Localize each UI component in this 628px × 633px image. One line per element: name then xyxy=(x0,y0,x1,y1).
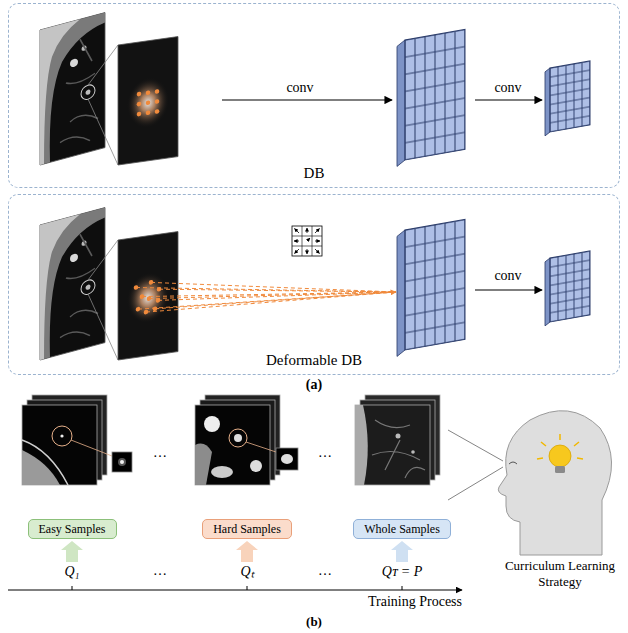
time-step-label: Q₁ xyxy=(65,564,80,580)
up-arrow xyxy=(236,541,258,562)
deformable-db-illustration xyxy=(40,208,590,360)
easy-sample-stack xyxy=(22,395,132,485)
offset-grid-icon xyxy=(292,226,322,256)
ellipsis: … xyxy=(318,445,332,461)
time-step-label: Qᴛ = P xyxy=(382,564,422,580)
sample-pill: Whole Samples xyxy=(353,519,451,539)
ct-slice xyxy=(40,208,105,360)
panel-tag: (b) xyxy=(306,614,322,630)
conv-arrow xyxy=(475,289,542,290)
time-step-label: Qₜ xyxy=(240,564,253,580)
sample-pill: Easy Samples xyxy=(28,519,117,539)
sample-label: Hard Samples xyxy=(204,520,290,538)
lightbulb xyxy=(537,434,583,473)
hard-sample-stack xyxy=(195,395,298,485)
feature-map xyxy=(397,29,465,166)
sampling-lines xyxy=(136,282,396,312)
sample-label: Easy Samples xyxy=(30,520,115,538)
axis-ticks xyxy=(72,586,402,590)
learner-head xyxy=(448,411,612,555)
module-panel: Deformable DB xyxy=(8,194,620,375)
feature-map xyxy=(397,219,465,356)
feature-map xyxy=(545,61,590,136)
training-axis xyxy=(8,590,462,591)
feature-map xyxy=(545,251,590,326)
conv-arrow xyxy=(475,99,542,100)
ct-patch xyxy=(118,37,178,165)
sample-pill: Hard Samples xyxy=(202,519,292,539)
db-illustration xyxy=(40,13,590,167)
axis-label: Training Process xyxy=(368,594,462,610)
module-panel: DB xyxy=(8,3,620,188)
whole-sample-stack xyxy=(355,395,440,485)
panel-title: Deformable DB xyxy=(266,352,362,369)
ct-slice xyxy=(40,13,105,165)
ellipsis: … xyxy=(318,563,332,579)
operation-label: conv xyxy=(286,80,313,96)
strategy-label: Curriculum Learning Strategy xyxy=(498,558,622,590)
up-arrow xyxy=(391,541,413,562)
ellipsis: … xyxy=(153,563,167,579)
up-arrow xyxy=(61,541,83,562)
ct-patch xyxy=(118,232,178,360)
conv-arrow xyxy=(222,99,392,100)
panel-tag: (a) xyxy=(306,377,322,393)
operation-label: conv xyxy=(494,80,521,96)
sample-label: Whole Samples xyxy=(355,520,449,538)
ellipsis: … xyxy=(153,445,167,461)
panel-title: DB xyxy=(304,165,325,182)
operation-label: conv xyxy=(494,268,521,284)
